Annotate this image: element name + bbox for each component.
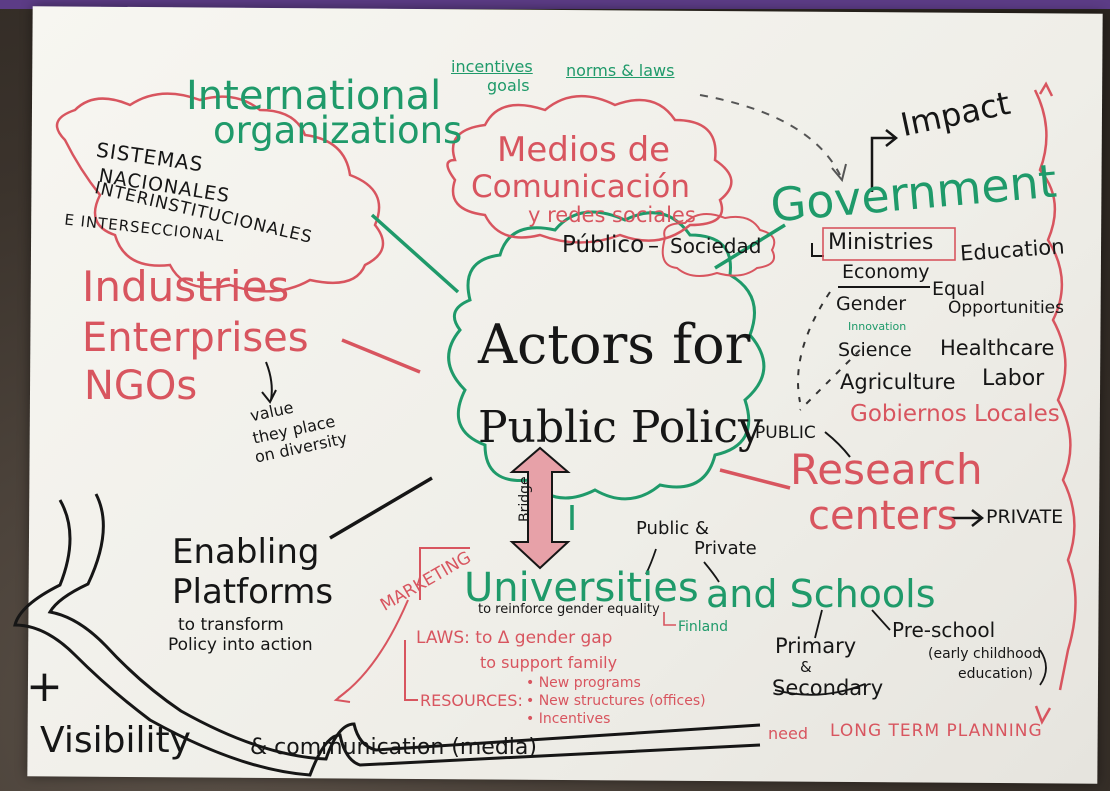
healthcare-label: Healthcare xyxy=(940,336,1055,360)
link-research xyxy=(719,468,791,490)
bridge-arrow xyxy=(509,446,571,570)
center-cloud xyxy=(447,210,766,501)
secondary-label: Secondary xyxy=(772,676,884,700)
bridge-label: Bridge xyxy=(517,476,533,522)
communication-label: & communication (media) xyxy=(250,735,537,760)
long-term-label: LONG TERM PLANNING xyxy=(830,721,1043,741)
publico-label: Público xyxy=(562,232,645,258)
resource-item-1: • New programs xyxy=(526,675,641,691)
sociedad-label: Sociedad xyxy=(670,234,762,258)
economy-label: Economy xyxy=(842,261,930,283)
industries-line3: NGOs xyxy=(84,363,198,409)
gender-label: Gender xyxy=(836,293,907,315)
education-paren-label: education) xyxy=(958,666,1033,682)
note-goals: goals xyxy=(487,76,530,95)
note-incentives: incentives xyxy=(451,57,533,76)
long-term-arrow xyxy=(1033,89,1077,691)
impact-arrow xyxy=(870,136,894,192)
link-enabling xyxy=(329,476,433,540)
support-label: to support family xyxy=(480,653,618,672)
media-line3: y redes sociales xyxy=(528,203,696,227)
primary-label: Primary xyxy=(775,634,857,658)
agriculture-label: Agriculture xyxy=(840,370,956,394)
opportunities-label: Opportunities xyxy=(948,298,1064,318)
resource-item-2: • New structures (offices) xyxy=(526,693,706,709)
industries-line2: Enterprises xyxy=(82,315,309,361)
research-line2: centers xyxy=(808,493,958,539)
need-label: need xyxy=(768,724,808,743)
sociedad-cloud xyxy=(661,213,776,278)
note-norms: norms & laws xyxy=(566,61,675,80)
public-label: PUBLIC xyxy=(755,423,816,443)
link-international xyxy=(370,213,460,294)
resource-item-3: • Incentives xyxy=(526,711,611,727)
international-line2: organizations xyxy=(213,109,463,152)
visibility-road xyxy=(13,499,761,777)
link-industries xyxy=(341,338,421,374)
research-line1: Research xyxy=(790,445,983,494)
media-line1: Medios de xyxy=(497,130,671,170)
dashed-arrow-intl-gov xyxy=(699,94,841,176)
laws-label: LAWS: to Δ gender gap xyxy=(416,628,613,648)
media-line2: Comunicación xyxy=(471,169,691,205)
preschool-label: Pre-school xyxy=(892,618,996,642)
and-schools: and Schools xyxy=(706,572,936,616)
enabling-line1: Enabling xyxy=(172,532,320,572)
resources-label: RESOURCES: xyxy=(420,691,523,710)
public-private-1: Public & xyxy=(636,518,710,539)
universities-title: Universities xyxy=(464,565,699,611)
science-label: Science xyxy=(838,339,912,361)
innovation-label: Innovation xyxy=(848,320,907,333)
public-private-2: Private xyxy=(694,538,757,559)
dashed-arrow-gov-public xyxy=(797,291,831,403)
equal-label: Equal xyxy=(932,278,986,300)
center-title-line2: Public Policy xyxy=(478,402,763,453)
international-line1: International xyxy=(186,73,442,119)
window-top-bar xyxy=(0,0,1110,9)
labor-label: Labor xyxy=(982,366,1045,391)
visibility-plus: + xyxy=(26,661,63,712)
medios-cloud xyxy=(446,94,733,244)
gobiernos-locales: Gobiernos Locales xyxy=(850,401,1060,427)
publico-dash: – xyxy=(648,234,659,259)
reinforce-label: to reinforce gender equality xyxy=(478,602,660,617)
enabling-line2: Platforms xyxy=(172,572,334,612)
ministries-label: Ministries xyxy=(828,230,934,255)
visibility-label: Visibility xyxy=(40,720,191,761)
primary-amp: & xyxy=(800,658,812,676)
early-label: (early childhood xyxy=(928,646,1042,662)
private-label: PRIVATE xyxy=(986,506,1064,528)
enabling-line4: Policy into action xyxy=(168,635,313,655)
finland-label: Finland xyxy=(678,619,729,635)
enabling-line3: to transform xyxy=(178,615,284,635)
industries-line1: Industries xyxy=(82,262,290,311)
sistemas-cloud xyxy=(55,92,385,293)
link-government xyxy=(714,223,786,270)
center-title-line1: Actors for xyxy=(478,313,751,376)
